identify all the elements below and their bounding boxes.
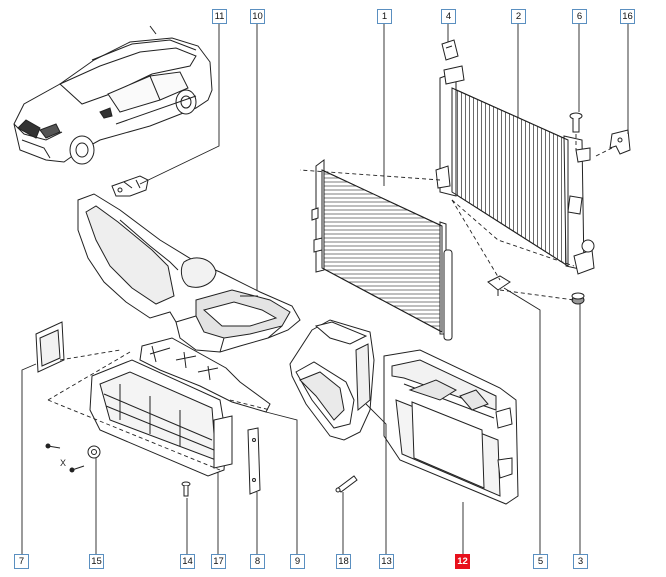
bracket-part-16 [609,129,631,155]
nut-part-15 [45,443,101,473]
frame-part-17 [89,359,233,477]
screw-part-6 [569,112,583,133]
callout-4[interactable]: 4 [441,9,456,24]
callout-11[interactable]: 11 [212,9,227,24]
callout-1[interactable]: 1 [377,9,392,24]
callout-2[interactable]: 2 [511,9,526,24]
quantity-x-mark: X [60,458,67,468]
callout-13[interactable]: 13 [379,554,394,569]
callout-3[interactable]: 3 [573,554,588,569]
assembly-guide-lines [47,134,613,471]
deflector-part-13 [289,319,375,441]
bracket-part-11 [111,175,149,197]
callout-16[interactable]: 16 [620,9,635,24]
bar-part-8 [247,427,261,495]
callout-leader-lines [21,24,629,562]
callout-14[interactable]: 14 [180,554,195,569]
callout-10[interactable]: 10 [250,9,265,24]
callout-8[interactable]: 8 [250,554,265,569]
mount-part-5 [487,275,511,296]
callout-12-highlighted[interactable]: 12 [455,554,470,569]
clip-part-4 [441,39,459,61]
callout-9[interactable]: 9 [290,554,305,569]
condenser-part-1 [311,159,453,341]
screw-part-14 [181,481,191,497]
callout-18[interactable]: 18 [336,554,351,569]
callout-17[interactable]: 17 [211,554,226,569]
air-guide-part-10 [77,193,301,353]
vehicle-illustration [13,25,213,165]
pin-part-18 [335,475,358,493]
panel-part-7 [35,321,65,373]
callout-7[interactable]: 7 [14,554,29,569]
callout-6[interactable]: 6 [572,9,587,24]
callout-15[interactable]: 15 [89,554,104,569]
rubber-mount-part-3 [571,292,585,305]
radiator-part-2 [435,65,595,275]
callout-5[interactable]: 5 [533,554,548,569]
fan-shroud-part-12 [383,349,519,505]
